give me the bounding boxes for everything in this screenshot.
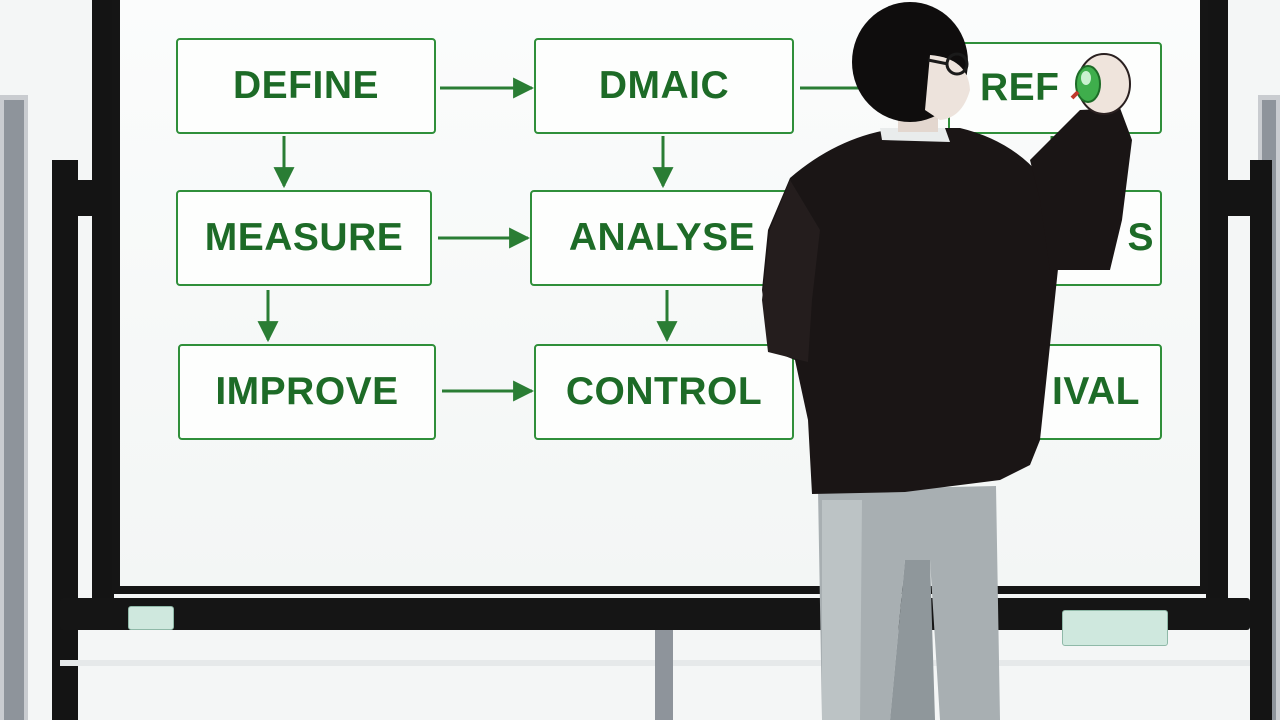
improve-label: IMPROVE — [215, 370, 399, 413]
improve-box: IMPROVE — [178, 344, 436, 440]
measure-box: MEASURE — [176, 190, 432, 286]
whiteboard: DEFINE DMAIC REF MEASURE ANALYSE S IMPRO… — [112, 0, 1208, 594]
refine-label: REF — [980, 66, 1060, 109]
measure-label: MEASURE — [204, 216, 404, 259]
ival-label: IVAL — [1052, 370, 1140, 413]
s-box: S — [1048, 190, 1162, 286]
right-stand-leg — [1250, 160, 1272, 720]
ival-box: IVAL — [1030, 344, 1162, 440]
left-stand-leg — [52, 160, 78, 720]
define-box: DEFINE — [176, 38, 436, 134]
back-stand-pole — [655, 630, 673, 720]
s-label: S — [1127, 216, 1154, 259]
dmaic-label: DMAIC — [598, 64, 730, 107]
analyse-box: ANALYSE — [530, 190, 794, 286]
define-label: DEFINE — [232, 64, 379, 107]
control-box: CONTROL — [534, 344, 794, 440]
whiteboard-tray — [60, 598, 1250, 630]
control-label: CONTROL — [565, 370, 763, 413]
eraser-right — [1062, 610, 1168, 646]
analyse-label: ANALYSE — [568, 216, 756, 259]
refine-box: REF — [948, 42, 1162, 134]
dmaic-box: DMAIC — [534, 38, 794, 134]
eraser-left — [128, 606, 174, 630]
